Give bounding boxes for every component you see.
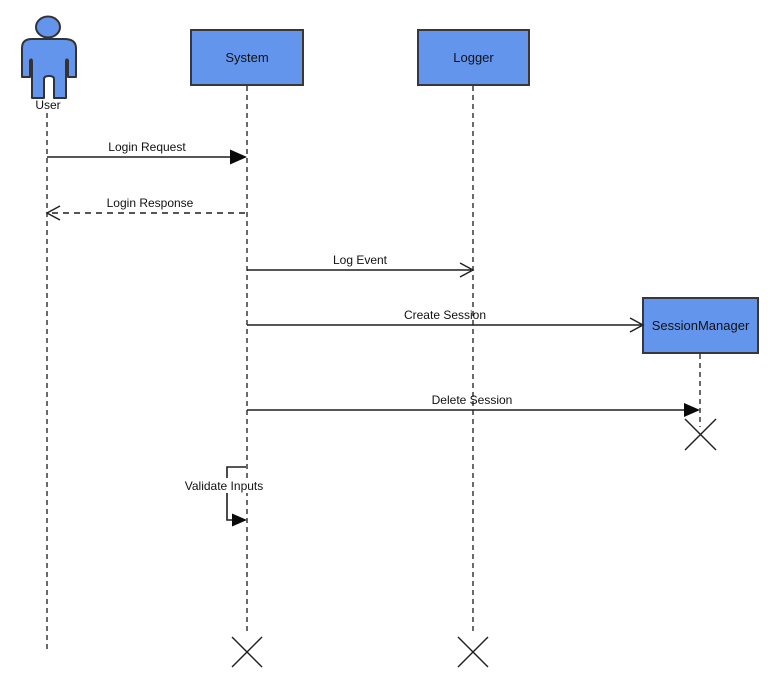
user-actor-icon <box>21 15 77 99</box>
message-delete-session: Delete Session <box>247 393 700 417</box>
login-response-arrowhead-icon <box>45 205 61 221</box>
validate-inputs-label: Validate Inputs <box>185 479 264 493</box>
actor-head <box>35 15 61 39</box>
validate-inputs-label-mask <box>180 478 268 493</box>
delete-session-label: Delete Session <box>432 393 513 407</box>
logger-box-rect <box>417 29 530 86</box>
actor-body <box>21 38 77 99</box>
message-validate-inputs: Validate Inputs <box>180 466 268 527</box>
system-box-label: System <box>225 50 268 65</box>
create-session-arrowhead-icon <box>629 317 645 333</box>
log-event-label: Log Event <box>333 253 388 267</box>
object-box-logger: Logger <box>417 29 530 86</box>
object-box-system: System <box>190 29 304 86</box>
system-box-rect <box>190 29 304 86</box>
validate-inputs-loop-line <box>226 466 246 521</box>
message-login-request: Login Request <box>47 140 247 165</box>
login-response-label: Login Response <box>107 196 194 210</box>
destroy-x-logger <box>457 636 489 668</box>
login-request-arrowhead-icon <box>230 149 247 165</box>
logger-box-label: Logger <box>453 50 494 65</box>
destroy-x-system <box>231 636 263 668</box>
create-session-label: Create Session <box>404 308 486 322</box>
log-event-arrowhead-icon <box>459 262 475 278</box>
actor-user-label: User <box>35 98 60 112</box>
login-request-label: Login Request <box>108 140 186 154</box>
message-log-event: Log Event <box>247 253 475 278</box>
message-create-session: Create Session <box>247 308 645 333</box>
message-login-response: Login Response <box>45 196 247 221</box>
validate-inputs-arrowhead-icon <box>232 513 247 527</box>
sessionmanager-box-label: SessionManager <box>652 318 750 333</box>
object-box-sessionmanager: SessionManager <box>642 297 759 354</box>
destroy-x-sessionmanager <box>684 418 717 451</box>
delete-session-arrowhead-icon <box>684 403 700 417</box>
